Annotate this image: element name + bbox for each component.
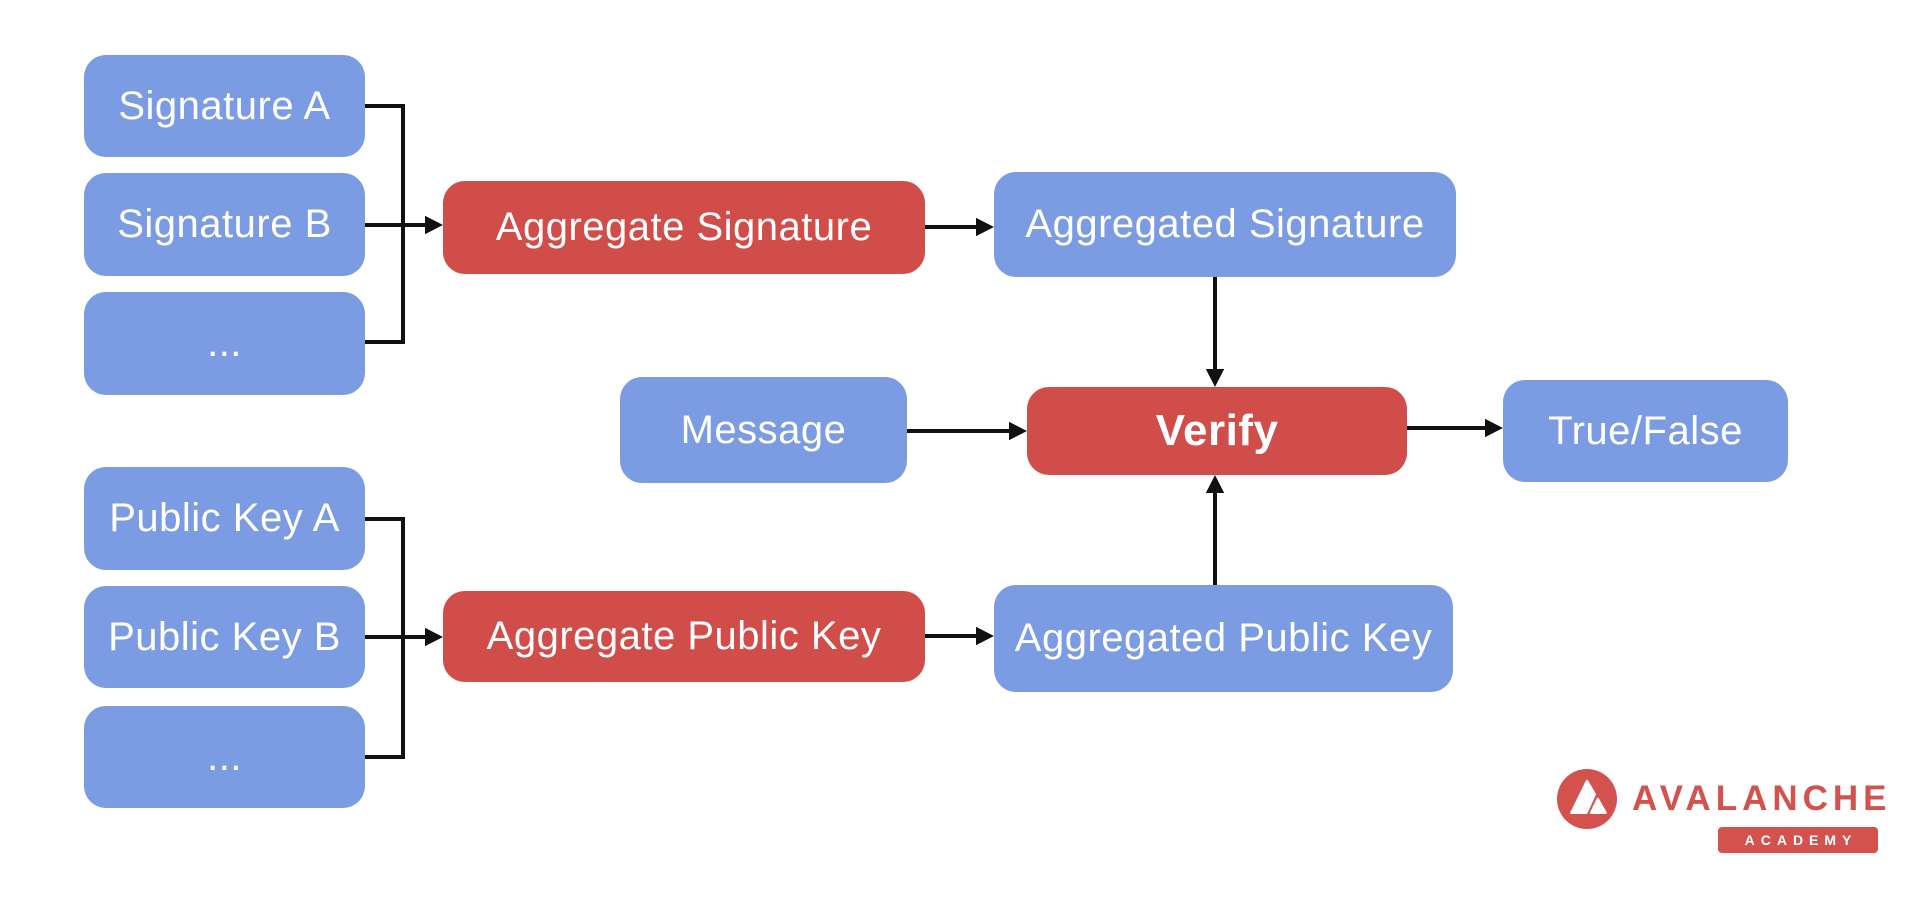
node-true-false: True/False [1503, 380, 1788, 482]
node-public-key-b: Public Key B [84, 586, 365, 688]
node-signature-more: ... [84, 292, 365, 395]
node-verify: Verify [1027, 387, 1407, 475]
node-public-key-more: ... [84, 706, 365, 808]
node-message: Message [620, 377, 907, 483]
node-signature-b: Signature B [84, 173, 365, 276]
edge-signature-bus [365, 104, 405, 344]
academy-badge-label: ACADEMY [1744, 832, 1858, 848]
node-public-key-a: Public Key A [84, 467, 365, 570]
node-aggregated-public-key: Aggregated Public Key [994, 585, 1453, 692]
academy-badge: ACADEMY [1718, 827, 1878, 853]
avalanche-logo-icon [1557, 769, 1617, 829]
avalanche-wordmark: AVALANCHE [1632, 779, 1892, 818]
node-aggregate-signature: Aggregate Signature [443, 181, 925, 274]
node-aggregated-signature: Aggregated Signature [994, 172, 1456, 277]
node-aggregate-public-key: Aggregate Public Key [443, 591, 925, 682]
edge-publickey-bus [365, 517, 405, 759]
node-signature-a: Signature A [84, 55, 365, 157]
